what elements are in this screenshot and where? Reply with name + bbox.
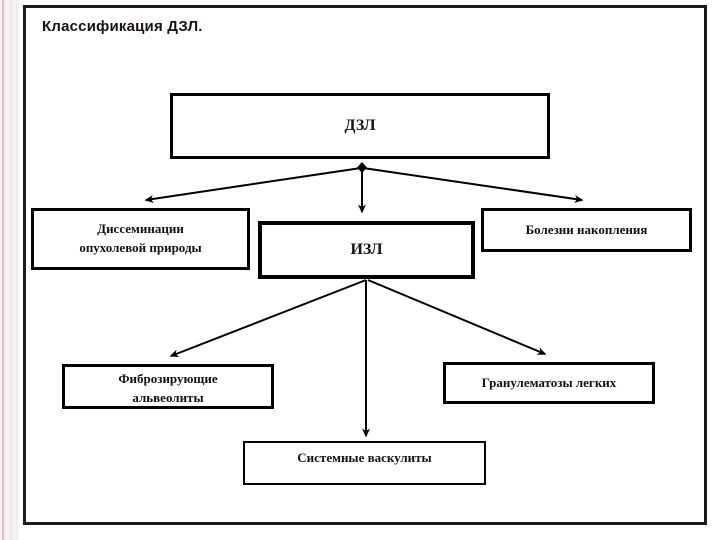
edge-izl-to-fibro [169, 279, 367, 358]
node-pulmonary-granulomatosis-label: Гранулематозы легких [481, 374, 617, 390]
node-storage-diseases[interactable]: Болезни накопления [481, 208, 692, 252]
edge-strip-3 [4, 0, 6, 540]
node-systemic-vasculitis-label: Системные васкулиты [297, 450, 432, 465]
node-pulmonary-granulomatosis[interactable]: Гранулематозы легких [443, 362, 655, 404]
edge-dzl-to-storage [362, 167, 584, 203]
edge-strip-8 [14, 0, 16, 540]
edge-strip-9 [16, 0, 18, 540]
node-dzl[interactable]: ДЗЛ [170, 93, 550, 159]
node-fibrosing-alveolitis-line1: Фиброзирующие [118, 371, 218, 386]
node-izl-label: ИЗЛ [350, 241, 383, 259]
edge-strip-1 [0, 0, 2, 540]
node-disseminations-line1: Диссеминации [97, 221, 184, 237]
node-fibrosing-alveolitis[interactable]: Фиброзирующие альвеолиты [62, 364, 274, 409]
edge-strip-5 [8, 0, 10, 540]
node-izl[interactable]: ИЗЛ [258, 221, 475, 279]
page-title: Классификация ДЗЛ. [42, 18, 203, 35]
node-fibrosing-alveolitis-label: Фиброзирующие альвеолиты [112, 370, 223, 408]
edge-strip-4 [6, 0, 8, 540]
junction-node-dzl [357, 162, 367, 173]
node-disseminations-label: Диссеминации опухолевой природы [73, 220, 207, 258]
edge-izl-to-granuloma [367, 279, 547, 355]
edge-strip-6 [10, 0, 12, 540]
edge-strip-2 [2, 0, 4, 540]
edge-strip-10 [18, 0, 20, 540]
node-dzl-label: ДЗЛ [344, 117, 376, 135]
edge-dzl-to-dissem [144, 167, 362, 203]
node-disseminations-line2: опухолевой природы [79, 240, 202, 255]
node-systemic-vasculitis[interactable]: Системные васкулиты [243, 441, 486, 485]
node-disseminations[interactable]: Диссеминации опухолевой природы [31, 208, 250, 270]
node-storage-diseases-label: Болезни накопления [525, 221, 648, 237]
edge-strip-7 [12, 0, 14, 540]
node-fibrosing-alveolitis-line2: альвеолиты [132, 389, 204, 405]
